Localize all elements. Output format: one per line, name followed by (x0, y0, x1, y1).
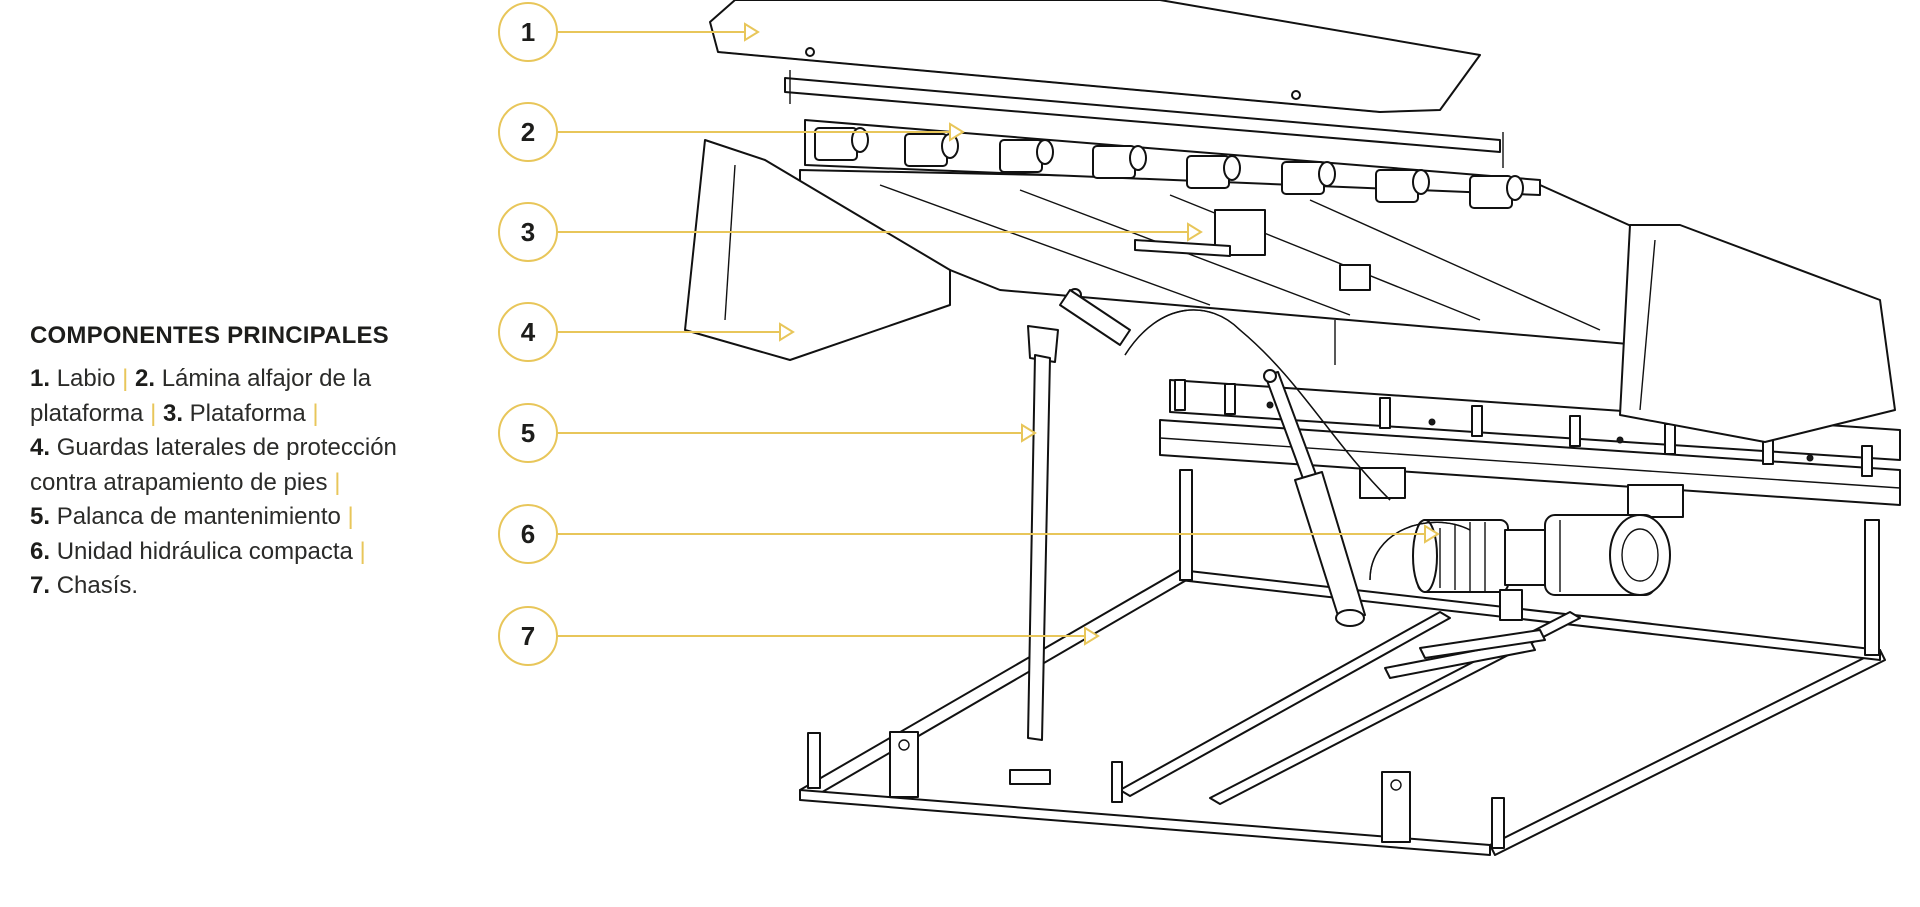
rear-frame (1159, 379, 1901, 518)
legend-item-label: Labio (56, 365, 116, 392)
callout-number-1: 1 (521, 17, 535, 47)
callout-number-4: 4 (521, 317, 536, 347)
lip (709, 0, 1481, 113)
callout-number-5: 5 (521, 418, 535, 448)
hinge-knuckles (814, 127, 1524, 209)
side-guards (684, 139, 1896, 443)
callout-number-6: 6 (521, 519, 535, 549)
callout-number-2: 2 (521, 117, 535, 147)
hinge-rod (784, 70, 1504, 168)
callout-1: 1 (498, 2, 760, 62)
callout-7: 7 (498, 606, 1100, 666)
callout-5: 5 (498, 403, 1037, 463)
legend-item-number: 5. (30, 503, 51, 530)
hydraulic-cylinder (1124, 309, 1471, 627)
legend-item-label: Unidad hidráulica compacta (56, 537, 353, 565)
legend-separator: | (150, 399, 157, 427)
chassis (799, 469, 1886, 856)
callout-6: 6 (498, 504, 1440, 564)
hydraulic-unit (1412, 514, 1671, 621)
callout-2: 2 (498, 102, 965, 162)
legend-item-label: Plataforma (189, 399, 306, 427)
platform-plate (804, 119, 1541, 209)
legend-separator: | (359, 537, 366, 565)
callout-number-7: 7 (521, 621, 535, 651)
callout-4: 4 (498, 302, 795, 362)
legend-separator: | (122, 365, 129, 392)
legend-separator: | (334, 468, 341, 496)
legend-separator: | (347, 503, 354, 530)
components-legend: COMPONENTES PRINCIPALES 1. Labio | 2. Lá… (30, 322, 430, 604)
legend-item-label: Lámina alfajor de la plataforma (30, 365, 372, 427)
callout-3: 3 (498, 202, 1203, 262)
legend-item-number: 1. (30, 365, 51, 392)
legend-item-number: 6. (30, 537, 51, 565)
legend-item-number: 3. (162, 399, 183, 427)
legend-text: 1. Labio | 2. Lámina alfajor de la plata… (30, 362, 430, 604)
legend-title: COMPONENTES PRINCIPALES (30, 322, 389, 349)
legend-item-label: Palanca de mantenimiento (56, 503, 341, 530)
legend-separator: | (312, 399, 319, 427)
maintenance-lever (1027, 325, 1059, 741)
legend-item-label: Guardas laterales de protección contra a… (30, 434, 397, 496)
callout-number-3: 3 (521, 217, 535, 247)
legend-item-number: 7. (30, 572, 51, 599)
legend-item-number: 4. (30, 434, 51, 461)
legend-item-number: 2. (135, 365, 156, 392)
legend-item-label: Chasís. (56, 572, 139, 599)
